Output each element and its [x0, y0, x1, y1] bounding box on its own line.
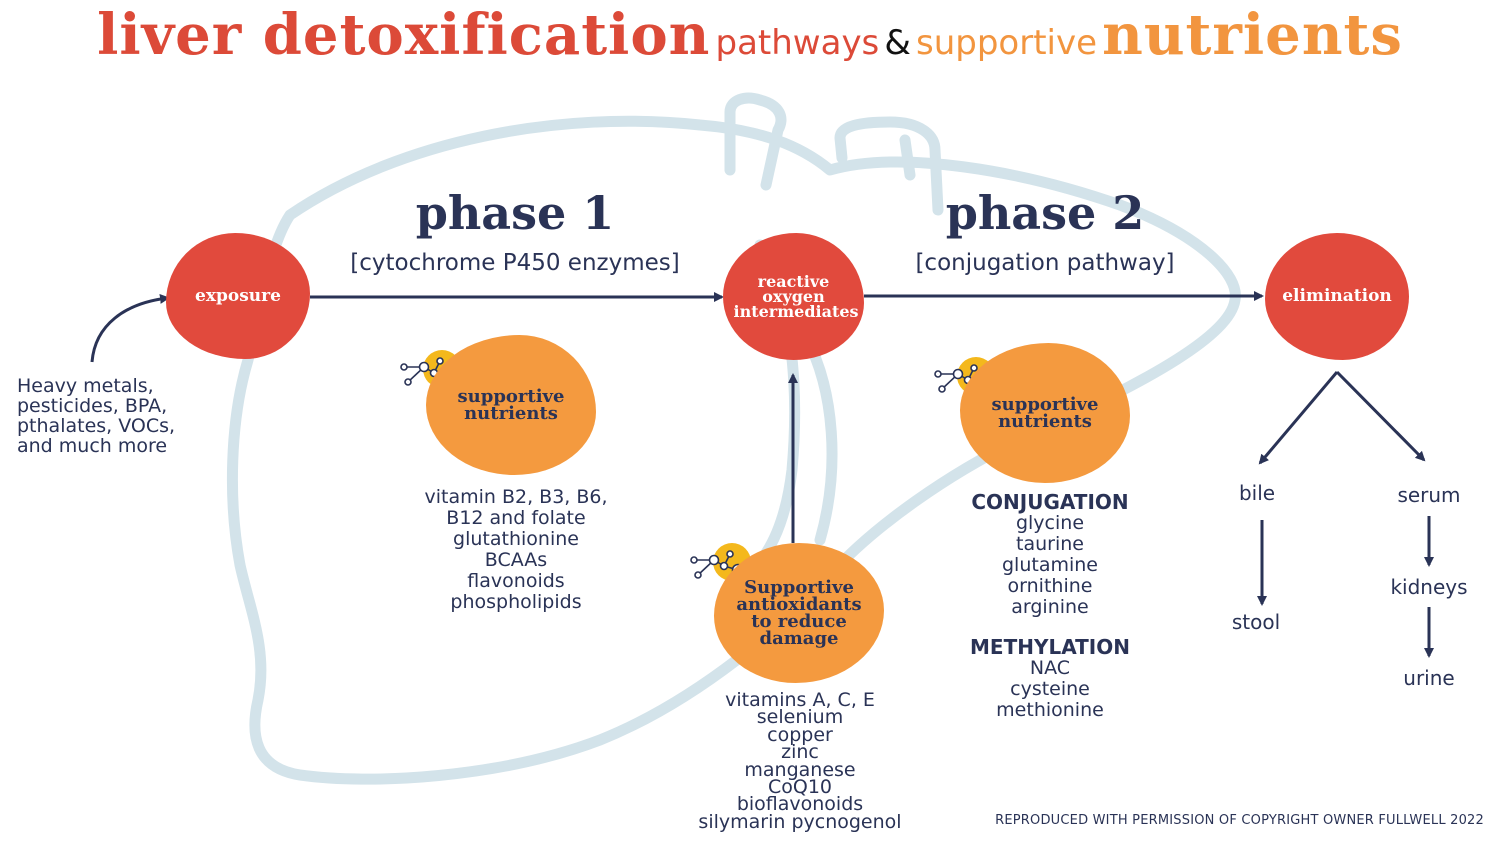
list-item: glycine — [1015, 512, 1085, 534]
list-item: phospholipids — [450, 591, 582, 613]
phase-1-subtitle: [cytochrome P450 enzymes] — [350, 250, 680, 276]
list-item: NAC — [1029, 657, 1071, 679]
list-item: CoQ10 — [767, 776, 833, 799]
list-item: taurine — [1016, 533, 1084, 555]
antioxidant-list: vitamins A, C, E selenium copper zinc ma… — [680, 689, 920, 833]
methylation-heading: METHYLATION — [970, 635, 1130, 659]
list-item: flavonoids — [467, 570, 565, 592]
list-item: zinc — [781, 741, 819, 764]
list-item: cysteine — [1010, 678, 1090, 700]
kidneys-label: kidneys — [1390, 575, 1468, 599]
elimination-node: elimination — [1265, 233, 1409, 360]
stool-label: stool — [1231, 610, 1281, 634]
arrow-elimination-to-bile — [1258, 371, 1339, 465]
phase-1-title: phase 1 — [415, 186, 615, 240]
title-ampersand: & — [884, 23, 911, 63]
title-part-2: pathways — [715, 23, 880, 63]
list-item: selenium — [756, 706, 844, 729]
arrow-sources-to-exposure — [90, 293, 170, 363]
list-item: BCAAs — [484, 549, 548, 571]
antioxidants-node: Supportive antioxidants to reduce damage — [714, 543, 884, 683]
page-title: liver detoxification pathways & supporti… — [0, 2, 1500, 68]
list-item: bioflavonoids — [736, 793, 864, 816]
list-item: methionine — [996, 699, 1104, 721]
phase-2-nutrient-list: CONJUGATION glycine taurine glutamine or… — [945, 492, 1155, 721]
title-part-1: liver detoxification — [97, 2, 711, 68]
list-item: manganese — [744, 758, 856, 781]
list-item: vitamins A, C, E — [725, 689, 875, 711]
list-item: copper — [767, 723, 833, 746]
arrow-elimination-to-serum — [1335, 370, 1426, 462]
exposure-source: pthalates, VOCs, — [17, 415, 176, 437]
antioxidants-label: Supportive antioxidants to reduce damage — [736, 576, 862, 650]
urine-label: urine — [1403, 666, 1455, 690]
list-item: vitamin B2, B3, B6, — [424, 486, 608, 508]
exposure-sources: Heavy metals, pesticides, BPA, pthalates… — [17, 376, 175, 456]
phase-1-nutrients-node: supportive nutrients — [426, 335, 596, 475]
title-part-5: nutrients — [1102, 2, 1403, 68]
list-item: ornithine — [1007, 575, 1093, 597]
copyright-footer: REPRODUCED WITH PERMISSION OF COPYRIGHT … — [995, 813, 1484, 828]
bile-label: bile — [1238, 481, 1276, 505]
phase-1-nutrient-list: vitamin B2, B3, B6, B12 and folate gluta… — [402, 487, 630, 613]
list-item: glutathionine — [453, 528, 579, 550]
list-item: B12 and folate — [446, 507, 586, 529]
exposure-source: Heavy metals, — [17, 375, 154, 397]
exposure-source: and much more — [17, 435, 168, 457]
list-item: glutamine — [1002, 554, 1098, 576]
title-part-4: supportive — [915, 23, 1098, 63]
phase-1-nutrients-label: supportive nutrients — [457, 385, 565, 424]
list-item: silymarin pycnogenol — [698, 810, 902, 833]
reactive-oxygen-intermediates-node: reactive oxygen intermediates — [723, 233, 864, 360]
intermediates-label: reactive oxygen intermediates — [733, 271, 859, 322]
exposure-source: pesticides, BPA, — [17, 395, 168, 417]
phase-2-subtitle: [conjugation pathway] — [915, 250, 1175, 276]
exposure-label: exposure — [195, 285, 281, 306]
conjugation-heading: CONJUGATION — [971, 490, 1129, 514]
phase-2-nutrients-node: supportive nutrients — [960, 343, 1130, 483]
serum-label: serum — [1397, 483, 1461, 507]
elimination-label: elimination — [1282, 286, 1392, 307]
phase-2-nutrients-label: supportive nutrients — [991, 393, 1099, 432]
list-item: arginine — [1011, 596, 1089, 618]
exposure-node: exposure — [166, 233, 310, 359]
phase-2-title: phase 2 — [945, 186, 1145, 240]
